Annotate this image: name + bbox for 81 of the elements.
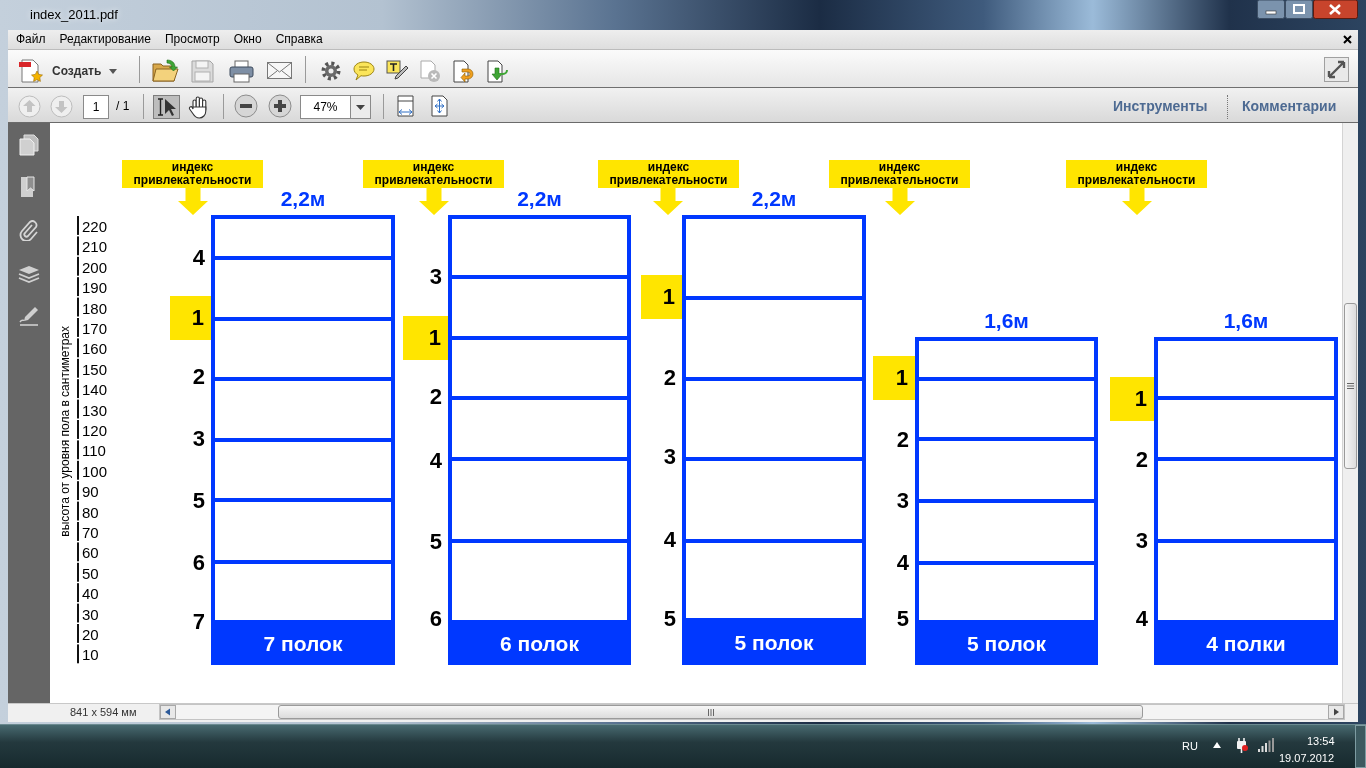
- scale-value: 190: [82, 279, 108, 298]
- index-number: 4: [662, 527, 676, 553]
- index-number: 4: [895, 550, 909, 576]
- scale-value: 120: [82, 422, 108, 440]
- page-number-field: 1: [83, 95, 109, 119]
- width-label: 1,6м: [983, 308, 1030, 334]
- index-number: 5: [895, 606, 909, 632]
- callout-label: индекс привлекательности: [598, 160, 739, 188]
- index-number: 5: [428, 529, 442, 555]
- index-number: 4: [191, 245, 205, 271]
- scale-value: 180: [82, 299, 108, 318]
- scale-value: 50: [82, 564, 99, 583]
- index-number: 2: [1134, 447, 1148, 473]
- highlighted-index: 1: [873, 356, 915, 400]
- scale-value: 60: [82, 544, 99, 563]
- index-number: 3: [895, 488, 909, 514]
- arrow: [653, 188, 683, 215]
- width-label: 1,6м: [1222, 308, 1270, 334]
- scale-value: 20: [82, 626, 99, 644]
- scale-value: 150: [82, 360, 108, 379]
- width-label: 2,2м: [750, 186, 798, 212]
- scale-value: 80: [82, 503, 99, 522]
- arrow: [419, 188, 449, 215]
- scale-value: 200: [82, 258, 108, 277]
- window-title: index_2011.pdf: [30, 6, 118, 24]
- scale-value: 160: [82, 340, 108, 359]
- callout-label: индекс привлекательности: [829, 160, 970, 188]
- index-number: 5: [662, 606, 676, 632]
- scale-value: 100: [82, 462, 108, 481]
- arrow: [1122, 188, 1152, 215]
- menu-item: Редактирование: [59, 32, 151, 47]
- index-number: 4: [428, 448, 442, 474]
- page-size: 841 x 594 мм: [70, 705, 137, 719]
- scale-value: 90: [82, 483, 99, 502]
- menu-item: Файл: [16, 32, 46, 47]
- scale-value: 10: [82, 646, 99, 665]
- index-number: 2: [191, 364, 205, 390]
- menu-item: Справка: [275, 32, 323, 47]
- scale-value: 110: [82, 442, 106, 461]
- index-number: 4: [1134, 606, 1148, 632]
- comments-label: Комментарии: [1242, 97, 1337, 115]
- menu-item: Просмотр: [164, 32, 220, 47]
- scale-value: 220: [82, 218, 108, 236]
- menu-item: Окно: [233, 32, 262, 47]
- scale-value: 70: [82, 524, 99, 542]
- scale-value: 140: [82, 381, 108, 400]
- index-number: 3: [1134, 528, 1148, 554]
- highlighted-index: 1: [641, 275, 682, 319]
- clock-time: 13:54: [1307, 734, 1335, 748]
- width-label: 2,2м: [279, 186, 327, 212]
- index-number: 7: [191, 609, 205, 635]
- scale-value: 130: [82, 401, 108, 420]
- highlighted-index: 1: [403, 316, 448, 360]
- scale-value: 170: [82, 320, 108, 338]
- axis-title: высота от уровня пола в сантиметрах: [58, 326, 72, 537]
- tools-label: Инструменты: [1113, 97, 1208, 115]
- clock-date: 19.07.2012: [1279, 751, 1335, 765]
- zoom-field: 47%: [300, 95, 351, 119]
- arrow: [885, 188, 915, 215]
- scale-value: 30: [82, 605, 99, 624]
- arrow: [178, 188, 208, 215]
- index-number: 3: [428, 264, 442, 290]
- index-number: 3: [191, 426, 205, 452]
- callout-label: индекс привлекательности: [1066, 160, 1207, 188]
- index-number: 2: [895, 427, 909, 453]
- callout-label: индекс привлекательности: [363, 160, 504, 188]
- create-menu-label: Создать: [52, 63, 102, 79]
- index-number: 2: [428, 384, 442, 410]
- index-number: 3: [662, 444, 676, 470]
- scale-value: 40: [82, 585, 99, 604]
- page-count: / 1: [116, 99, 130, 114]
- index-number: 5: [191, 488, 205, 514]
- callout-label: индекс привлекательности: [122, 160, 263, 188]
- index-number: 6: [191, 550, 205, 576]
- keyboard-language: RU: [1182, 739, 1198, 753]
- index-number: 6: [428, 606, 442, 632]
- width-label: 2,2м: [516, 186, 563, 212]
- highlighted-index: 1: [1110, 377, 1154, 421]
- highlighted-index: 1: [170, 296, 211, 340]
- index-number: 2: [662, 365, 676, 391]
- scale-value: 210: [82, 238, 108, 257]
